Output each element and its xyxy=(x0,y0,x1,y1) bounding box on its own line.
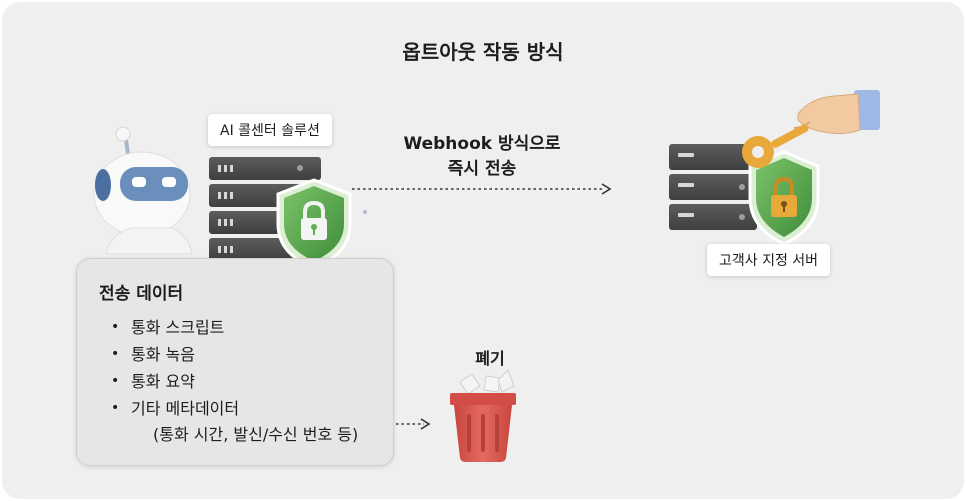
card-title: 전송 데이터 xyxy=(99,284,184,304)
list-item: 통화 스크립트 xyxy=(99,314,371,341)
diagram-title: 옵트아웃 작동 방식 xyxy=(402,40,564,64)
server-stack-icon xyxy=(669,144,757,230)
webhook-caption: Webhook 방식으로 즉시 전송 xyxy=(382,132,582,182)
data-item-list: 통화 스크립트 통화 녹음 통화 요약 기타 메타데이터 xyxy=(99,314,371,422)
arrow-right-icon xyxy=(352,183,612,195)
trash-bin-icon xyxy=(450,369,516,462)
metadata-detail: (통화 시간, 발신/수신 번호 등) xyxy=(153,425,359,444)
arrow-right-icon xyxy=(396,418,431,430)
webhook-line-2: 즉시 전송 xyxy=(447,159,517,179)
list-item: 통화 요약 xyxy=(99,368,371,395)
key-hand-icon xyxy=(742,90,880,168)
transmitted-data-card: 전송 데이터 통화 스크립트 통화 녹음 통화 요약 기타 메타데이터 (통화 … xyxy=(76,258,394,466)
list-item: 기타 메타데이터 xyxy=(99,395,371,422)
customer-server-label: 고객사 지정 서버 xyxy=(707,244,831,276)
robot-icon xyxy=(93,126,193,255)
webhook-line-1: Webhook 방식으로 xyxy=(403,134,561,154)
ai-solution-label: AI 콜센터 솔루션 xyxy=(208,114,332,146)
list-item: 통화 녹음 xyxy=(99,341,371,368)
discard-label: 폐기 xyxy=(475,349,505,368)
shield-lock-icon xyxy=(276,178,352,270)
